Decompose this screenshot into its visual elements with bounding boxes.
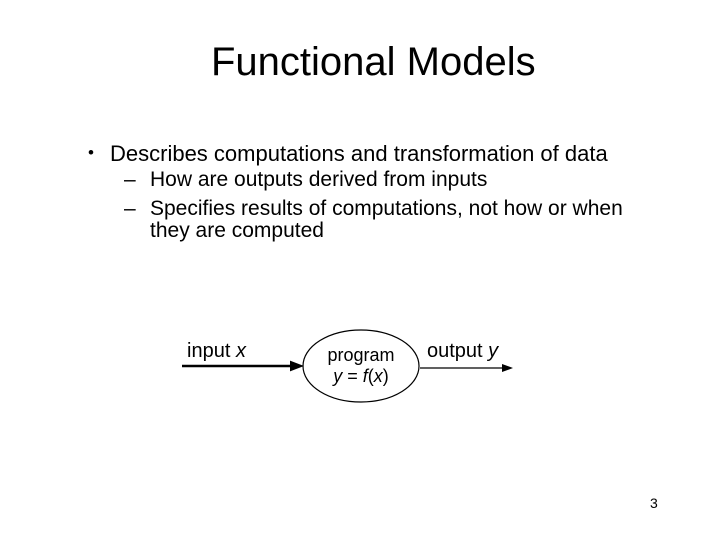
page-number: 3 <box>650 495 658 511</box>
formula-equals: = <box>342 366 363 386</box>
formula-rparen: ) <box>382 366 389 386</box>
sub-bullet-2-text-line1: Specifies results of computations, not h… <box>150 197 623 220</box>
input-label-text: input <box>187 340 236 362</box>
output-arrow-label: output y <box>427 340 498 363</box>
input-variable: x <box>235 340 246 362</box>
sub-bullet-1-marker: – <box>124 168 136 191</box>
process-node-text: program y = f(x) <box>301 345 421 387</box>
output-arrowhead-icon <box>502 364 513 372</box>
formula-x: x <box>373 366 383 386</box>
sub-bullet-2-marker: – <box>124 197 136 220</box>
process-node-formula: y = f(x) <box>301 366 421 387</box>
sub-bullet-2-text-line2: they are computed <box>150 219 324 242</box>
slide-title: Functional Models <box>211 40 536 84</box>
bullet-main-text: Describes computations and transformatio… <box>110 141 608 166</box>
sub-bullet-1-text: How are outputs derived from inputs <box>150 168 488 191</box>
output-label-text: output <box>427 340 489 362</box>
bullet-marker: • <box>88 143 94 162</box>
formula-y: y <box>333 366 343 386</box>
input-arrow-label: input x <box>187 340 246 363</box>
output-variable: y <box>488 340 499 362</box>
formula-f: f <box>362 366 368 386</box>
process-node-title: program <box>327 345 395 365</box>
formula-lparen: ( <box>367 366 374 386</box>
